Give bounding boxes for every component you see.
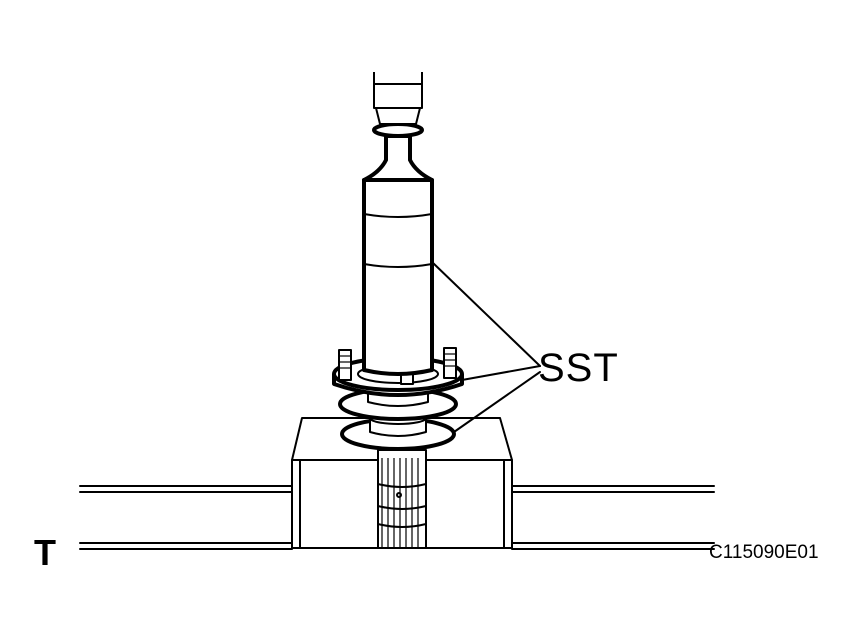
hub-bolt-right	[443, 347, 457, 379]
press-bed-rails	[79, 485, 715, 550]
t-label: T	[34, 532, 56, 573]
splined-shaft	[377, 449, 427, 549]
sst-label: SST	[538, 346, 619, 390]
figure-code: C115090E01	[709, 542, 819, 563]
sst-leader-lines	[431, 261, 541, 433]
sst-cylinder	[362, 178, 434, 376]
press-ram	[362, 72, 434, 182]
lower-sst-plate	[340, 411, 456, 451]
middle-sst-plate	[338, 387, 458, 421]
hub-bolt-left	[338, 349, 352, 381]
